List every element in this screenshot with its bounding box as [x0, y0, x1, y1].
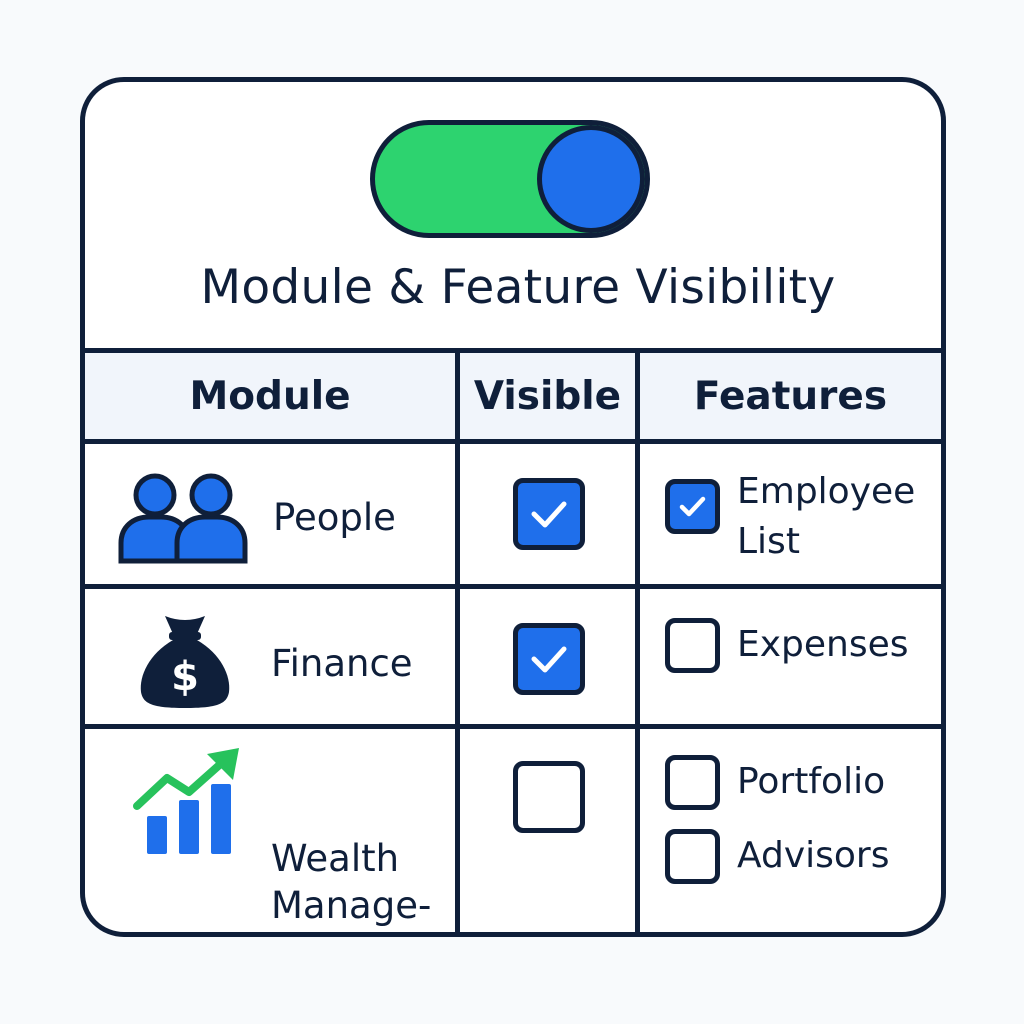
- column-header-visible: Visible: [473, 373, 622, 419]
- money-bag-icon: $: [140, 616, 230, 708]
- module-name: ment: [271, 930, 368, 932]
- table-divider: [85, 348, 941, 353]
- table-divider: [85, 439, 941, 444]
- table-divider: [455, 348, 460, 932]
- panel-title: Module & Feature Visibility: [200, 260, 836, 315]
- feature-label: Expenses: [737, 624, 909, 665]
- feature-label: List: [737, 521, 800, 562]
- feature-label: Advisors: [737, 835, 890, 876]
- feature-label: Employee: [737, 471, 916, 512]
- module-name: Finance: [271, 642, 413, 685]
- feature-checkbox-employee-list[interactable]: [665, 479, 720, 534]
- table-divider: [85, 724, 941, 729]
- check-icon: [679, 496, 706, 517]
- table-divider: [635, 348, 640, 932]
- visible-checkbox-finance[interactable]: [513, 623, 585, 695]
- table-header-row: [85, 353, 941, 439]
- people-icon: [118, 473, 248, 564]
- check-icon: [531, 501, 567, 528]
- feature-checkbox-advisors[interactable]: [665, 829, 720, 884]
- growth-chart-icon: [133, 748, 239, 854]
- check-icon: [531, 646, 567, 673]
- module-name: Wealth: [271, 837, 400, 880]
- master-visibility-toggle[interactable]: [370, 120, 650, 238]
- table-divider: [85, 584, 941, 589]
- column-header-module: Module: [189, 373, 351, 419]
- visibility-panel: Module & Feature Visibility Module Visib…: [80, 77, 946, 937]
- visible-checkbox-people[interactable]: [513, 478, 585, 550]
- feature-checkbox-portfolio[interactable]: [665, 755, 720, 810]
- feature-checkbox-expenses[interactable]: [665, 618, 720, 673]
- module-table: Module Visible Features People Employee: [85, 348, 941, 932]
- module-name: Manage-: [271, 884, 432, 927]
- toggle-knob[interactable]: [537, 125, 645, 233]
- svg-text:$: $: [171, 654, 199, 700]
- module-name: People: [273, 496, 396, 539]
- feature-label: Portfolio: [737, 761, 886, 802]
- column-header-features: Features: [693, 373, 888, 419]
- visible-checkbox-wealth-management[interactable]: [513, 761, 585, 833]
